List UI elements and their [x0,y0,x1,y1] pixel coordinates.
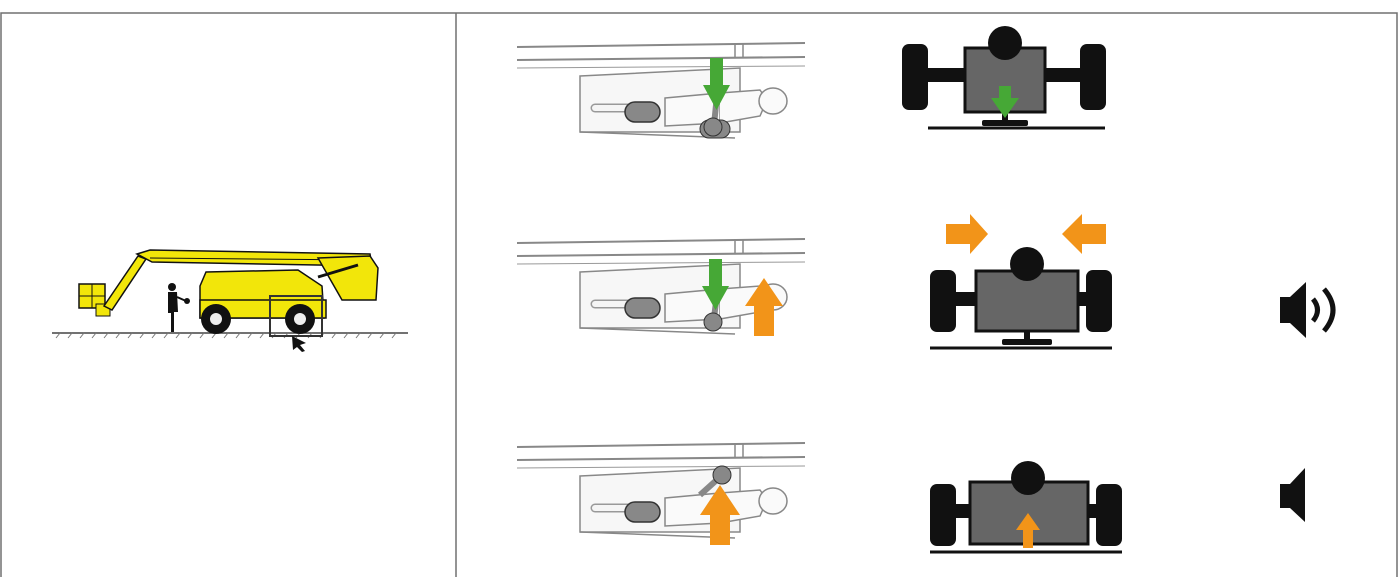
axle-raised [930,461,1122,554]
lever-pushed-down [517,43,805,138]
speaker-muted-icon [1280,468,1305,522]
axle-locked-down [900,24,1108,130]
orange-arrow-right [946,214,988,254]
lever-pulled-up [517,443,805,545]
speaker-sound-icon [1280,282,1336,338]
aerial-work-platform-icon [52,249,408,352]
frame [0,12,1398,577]
axle-oscillating [930,247,1112,350]
orange-arrow-left [1062,214,1106,254]
lever-mid-position [517,239,805,336]
